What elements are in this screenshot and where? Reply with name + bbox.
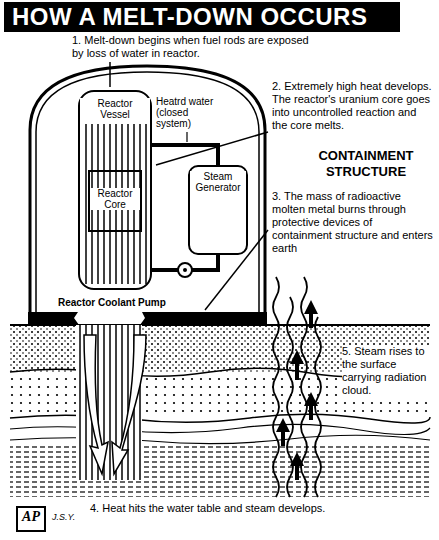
coolant-pump [183, 268, 187, 272]
steam-line [287, 297, 293, 497]
callout-text: 2. Extremely high heat develops. The rea… [272, 80, 434, 132]
artist-signature: J.S.Y. [52, 512, 92, 523]
reactor-vessel: Reactor VesselReactor Core [78, 90, 152, 290]
leader-line [186, 132, 187, 142]
steam-arrow [276, 418, 290, 446]
steam-arrow [290, 350, 304, 380]
steam-generator: Steam Generator [188, 165, 248, 255]
strata-line [10, 435, 430, 443]
melt-arrow [84, 335, 108, 474]
diagram-title: HOW A MELT-DOWN OCCURS [4, 2, 400, 32]
structure-label: CONTAINMENT STRUCTURE [300, 148, 432, 180]
part-label: Heatrd water (closed system) [156, 96, 218, 129]
containment-floor [28, 312, 79, 325]
leader-line [109, 62, 111, 87]
coolant-pipe [152, 145, 218, 165]
steam-line [315, 317, 321, 497]
steam-arrow [304, 300, 318, 328]
containment-wall [30, 66, 265, 325]
fuel-rods [86, 124, 146, 284]
ap-logo-label: AP [20, 509, 42, 525]
callout-text: 1. Melt-down begins when fuel rods are e… [72, 34, 322, 60]
part-label: Reactor Coolant Pump [58, 297, 188, 309]
callout-text: 3. The mass of radioactive molten metal … [272, 190, 434, 255]
melt-arrow [112, 335, 146, 474]
coolant-pump [178, 263, 192, 277]
reactor-vessel-label: Reactor Vessel [80, 98, 150, 120]
containment-wall [36, 72, 259, 312]
steam-arrow [290, 452, 304, 480]
strata-line [10, 414, 430, 423]
containment-floor [140, 312, 267, 325]
callout-text: 4. Heat hits the water table and steam d… [90, 502, 430, 515]
leader-line [156, 132, 268, 165]
ap-logo: AP [16, 506, 46, 532]
steam-arrow [304, 392, 318, 420]
title-bar: HOW A MELT-DOWN OCCURS [4, 2, 400, 32]
steam-generator-label: Steam Generator [190, 171, 246, 193]
steam-line [273, 277, 279, 497]
strata-line [10, 424, 430, 434]
callout-text: 5. Steam rises to the surface carrying r… [342, 345, 434, 397]
reactor-core: Reactor Core [88, 170, 142, 232]
water-table [10, 446, 430, 497]
reactor-core-label: Reactor Core [90, 188, 140, 210]
